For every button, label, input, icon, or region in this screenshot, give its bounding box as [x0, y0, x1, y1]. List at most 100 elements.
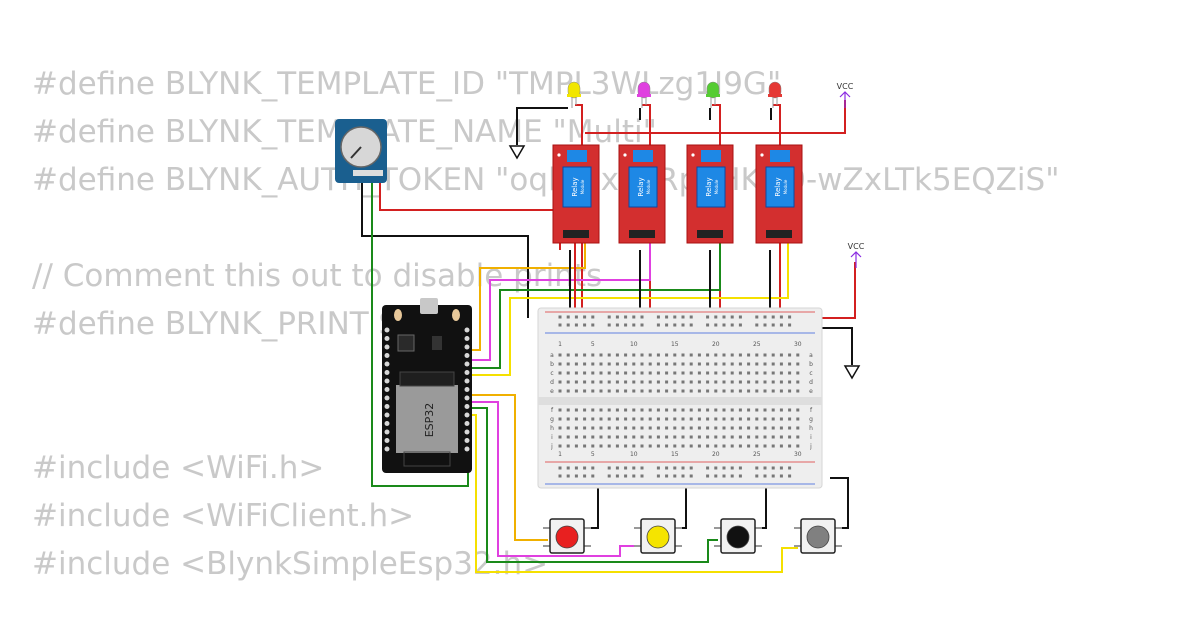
breadboard-hole — [722, 417, 726, 421]
esp-pin — [384, 387, 390, 392]
breadboard-hole — [779, 474, 783, 478]
breadboard-hole — [673, 474, 677, 478]
esp-pin — [384, 438, 390, 443]
breadboard-hole — [591, 315, 595, 319]
breadboard-hole — [779, 362, 783, 366]
leds — [567, 81, 782, 108]
breadboard-row-label: b — [550, 361, 554, 368]
breadboard-hole — [697, 389, 701, 393]
breadboard-hole — [779, 444, 783, 448]
breadboard-row-label: c — [809, 370, 812, 377]
breadboard-hole — [755, 362, 759, 366]
breadboard-hole — [738, 474, 742, 478]
breadboard-hole — [722, 474, 726, 478]
breadboard-hole — [624, 315, 628, 319]
breadboard-hole — [624, 371, 628, 375]
breadboard-number: 15 — [671, 341, 679, 348]
breadboard-hole — [640, 444, 644, 448]
relay-label: Relay — [705, 177, 713, 196]
breadboard-hole — [632, 362, 636, 366]
breadboard-hole — [796, 444, 800, 448]
breadboard-hole — [624, 323, 628, 327]
breadboard-channel — [538, 397, 822, 405]
breadboard-hole — [771, 371, 775, 375]
breadboard-hole — [615, 362, 619, 366]
breadboard-hole — [615, 444, 619, 448]
led-rim — [768, 94, 782, 97]
relay-sublabel: Module — [646, 179, 651, 194]
breadboard-hole — [624, 426, 628, 430]
relay-header — [563, 230, 589, 238]
breadboard-hole — [640, 371, 644, 375]
breadboard-hole — [665, 362, 669, 366]
breadboard-hole — [755, 426, 759, 430]
esp-pin — [384, 361, 390, 367]
breadboard-hole — [648, 435, 652, 439]
breadboard-hole — [558, 371, 562, 375]
breadboard-hole — [689, 466, 693, 470]
breadboard-number: 1 — [558, 341, 562, 348]
esp-pin — [464, 446, 470, 452]
breadboard-hole — [607, 323, 611, 327]
breadboard-hole — [648, 426, 652, 430]
breadboard-hole — [607, 417, 611, 421]
antenna-trace — [403, 451, 451, 467]
breadboard-hole — [665, 315, 669, 319]
relay-header — [766, 230, 792, 238]
breadboard-hole — [755, 408, 759, 412]
relay-terminal — [567, 150, 587, 162]
breadboard-number: 5 — [591, 451, 595, 458]
breadboard-hole — [673, 323, 677, 327]
breadboard-hole — [656, 323, 660, 327]
code-line: #include <WiFi.h> — [32, 450, 325, 486]
breadboard-hole — [558, 315, 562, 319]
breadboard-hole — [665, 426, 669, 430]
breadboard-hole — [706, 435, 710, 439]
wire — [466, 407, 718, 563]
breadboard-row-label: i — [810, 434, 812, 441]
relay-sublabel: Module — [714, 179, 719, 194]
esp-pin — [464, 361, 470, 367]
breadboard-hole — [574, 371, 578, 375]
breadboard-hole — [706, 466, 710, 470]
relay-sublabel: Module — [783, 179, 788, 194]
esp-pin — [384, 412, 390, 418]
breadboard-number: 10 — [630, 451, 638, 458]
esp-pin — [384, 404, 390, 409]
breadboard-hole — [624, 417, 628, 421]
breadboard-hole — [656, 444, 660, 448]
breadboard-hole — [599, 380, 603, 384]
breadboard-hole — [591, 435, 595, 439]
breadboard-hole — [796, 408, 800, 412]
breadboard-hole — [788, 417, 792, 421]
wire — [361, 180, 529, 318]
wire — [466, 242, 586, 351]
breadboard-row-label: c — [550, 370, 553, 377]
esp-pin — [464, 327, 470, 333]
breadboard-hole — [566, 435, 570, 439]
breadboard-hole — [558, 444, 562, 448]
breadboard-hole — [689, 408, 693, 412]
breadboard-hole — [599, 389, 603, 393]
wire — [830, 477, 849, 529]
breadboard-hole — [673, 353, 677, 357]
breadboard-hole — [763, 408, 767, 412]
breadboard-hole — [755, 323, 759, 327]
relay-cube — [628, 166, 658, 208]
breadboard-hole — [599, 435, 603, 439]
breadboard-hole — [632, 371, 636, 375]
esp32-label: ESP32 — [423, 403, 436, 438]
vcc-arrow — [850, 251, 862, 258]
breadboard-hole — [574, 466, 578, 470]
breadboard-hole — [714, 323, 718, 327]
breadboard-hole — [656, 389, 660, 393]
breadboard-hole — [738, 380, 742, 384]
breadboard-hole — [673, 435, 677, 439]
breadboard-row-label: a — [809, 352, 813, 359]
breadboard-hole — [640, 417, 644, 421]
breadboard-hole — [747, 371, 751, 375]
breadboard-hole — [665, 408, 669, 412]
breadboard-hole — [771, 353, 775, 357]
breadboard-hole — [730, 389, 734, 393]
breadboard-hole — [558, 323, 562, 327]
